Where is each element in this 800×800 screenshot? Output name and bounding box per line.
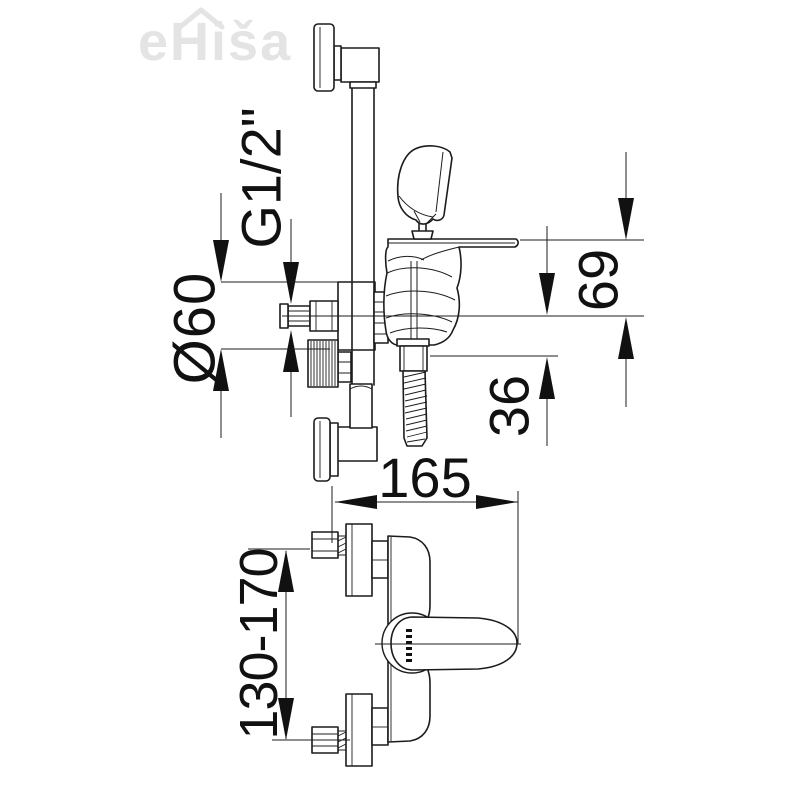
escutcheon-top	[311, 523, 389, 597]
watermark: eHiša	[138, 7, 292, 72]
shower-rail	[351, 85, 375, 386]
dim-36-label: 36	[478, 375, 541, 437]
wall-bracket-top	[313, 23, 380, 92]
dim-thread: G1/2"	[230, 107, 299, 417]
knurled-knob	[307, 339, 352, 388]
dim-thread-label: G1/2"	[230, 107, 293, 248]
mixer-body-top	[381, 535, 518, 743]
dim-height-69: 69	[520, 152, 644, 407]
hand-shower	[396, 145, 453, 240]
dim-flange-label: Ø60	[163, 272, 228, 385]
watermark-roof-icon	[177, 7, 225, 30]
dim-flange-diameter: Ø60	[163, 193, 338, 438]
dim-130-170-label: 130-170	[229, 548, 289, 739]
escutcheon-bottom	[311, 693, 389, 767]
side-view: G1/2" Ø60 69 36	[163, 23, 644, 482]
dim-hose-offset-36: 36	[430, 226, 558, 446]
dim-projection-165: 165	[331, 446, 519, 644]
shower-hose	[396, 338, 430, 447]
watermark-text: eHiša	[138, 12, 292, 72]
mixer-body-side	[383, 238, 519, 346]
handle-lever-top	[390, 616, 518, 671]
brand-mark	[406, 629, 412, 662]
dim-69-label: 69	[567, 249, 630, 311]
dim-inlet-spacing: 130-170	[229, 548, 350, 741]
handle-lever-side	[420, 246, 460, 261]
wall-bracket-bottom	[313, 383, 378, 482]
top-view: 165 130-170	[229, 446, 521, 767]
dim-165-label: 165	[378, 446, 471, 509]
